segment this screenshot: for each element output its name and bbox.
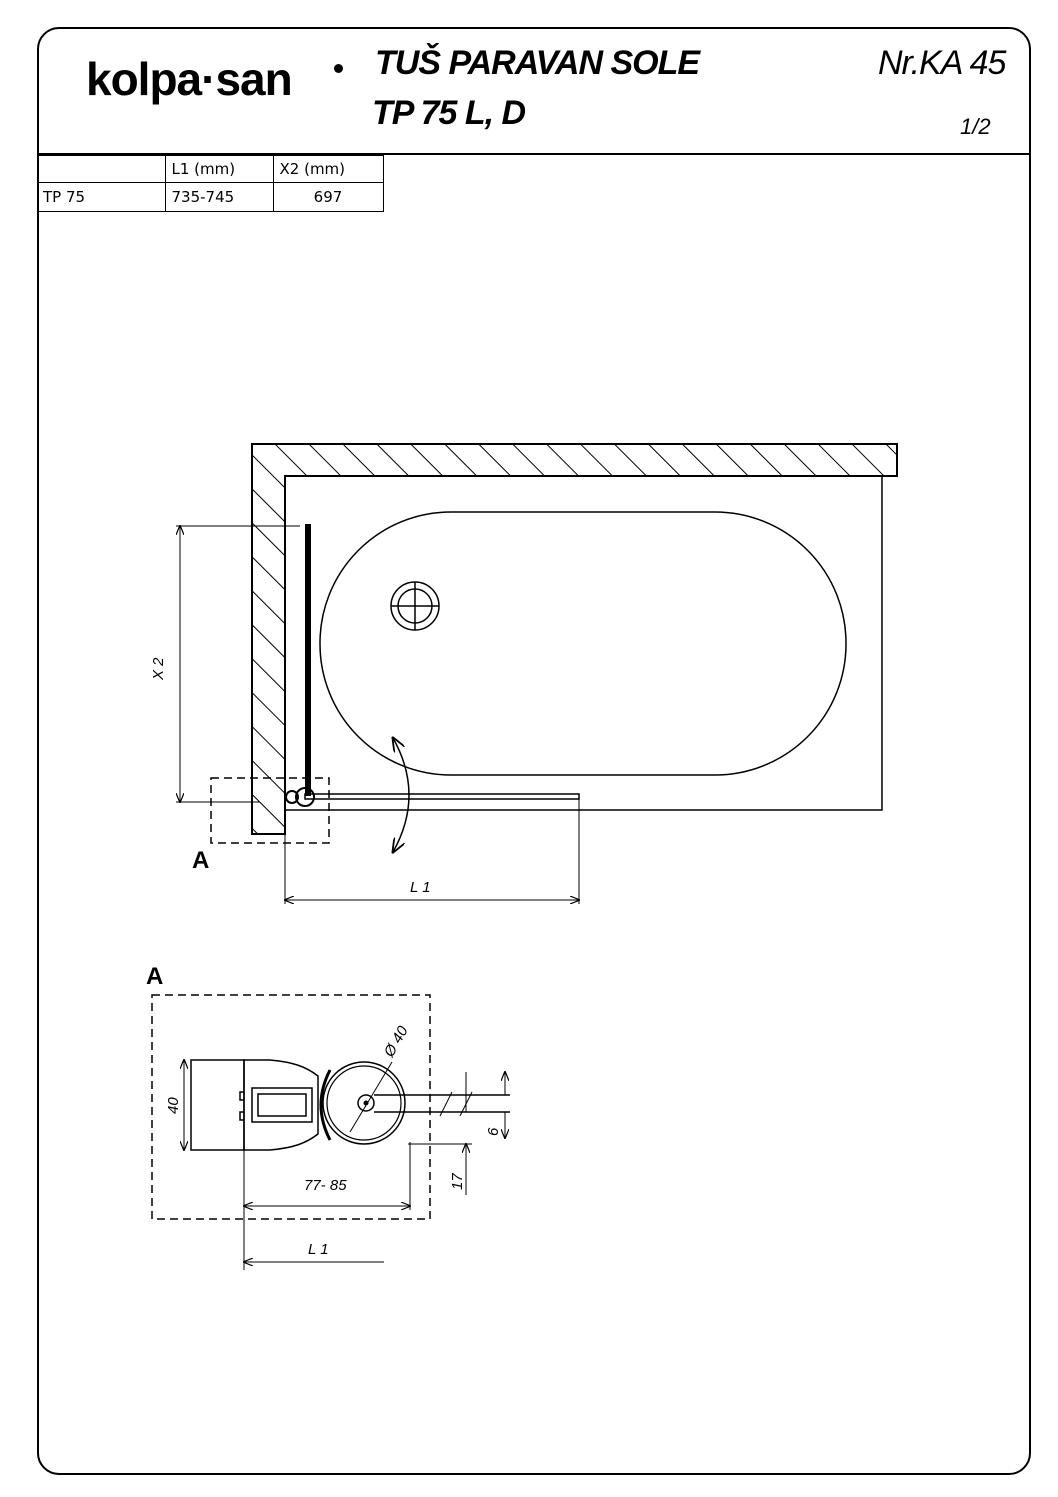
spec-cell-l1: 735-745 <box>164 182 274 212</box>
detail-callout-label: A <box>192 847 209 874</box>
plan-view: A X 2 L 1 <box>150 443 898 904</box>
header-divider <box>37 153 1031 155</box>
thickness-label: 6 <box>485 1127 502 1136</box>
x2-dimension-label: X 2 <box>150 657 167 681</box>
detail-title: A <box>146 963 163 990</box>
diameter-label: Ø 40 <box>380 1023 412 1061</box>
detail-l1-label: L 1 <box>308 1241 329 1258</box>
glass-break-mark <box>439 1091 453 1117</box>
span-dimension-label: 77- 85 <box>304 1177 347 1194</box>
detail-view: A 40 Ø 40 6 17 <box>146 963 510 1270</box>
hinge-bracket <box>285 790 299 804</box>
wall-profile-notches <box>239 1091 244 1121</box>
shower-screen-swing-panel <box>304 793 580 800</box>
clip-arc <box>319 1069 332 1141</box>
hinge-pin <box>357 1094 375 1112</box>
glass-panel <box>374 1094 510 1113</box>
brand-logo: kolpa·san <box>86 53 293 105</box>
wall-profile <box>190 1059 245 1151</box>
spec-cell-x2: 697 <box>272 182 384 212</box>
bracket-inner <box>251 1087 313 1123</box>
page-number: 1/2 <box>960 114 991 139</box>
drawing-sheet-border <box>37 27 1031 1475</box>
bracket-profile <box>243 1059 319 1151</box>
bathtub-basin <box>319 511 847 776</box>
spec-cell-model: TP 75 <box>37 182 166 212</box>
document-number: Nr.KA 45 <box>878 44 1006 82</box>
spec-table: L1 (mm) X2 (mm) TP 75 735-745 697 <box>37 155 384 212</box>
table-row: TP 75 735-745 697 <box>37 182 384 212</box>
hinge-profile-inner <box>326 1065 402 1141</box>
bathtub-outline <box>284 475 883 811</box>
drawing-title: TUŠ PARAVAN SOLE <box>375 44 700 82</box>
spec-header-x2: X2 (mm) <box>272 155 384 183</box>
hinge-icon <box>295 787 315 807</box>
l1-dimension-label: L 1 <box>410 879 431 896</box>
shower-screen-fixed-panel <box>305 524 311 796</box>
drain-icon <box>390 581 440 631</box>
diameter-leader <box>349 1061 393 1133</box>
height-dimension-label: 40 <box>165 1097 182 1114</box>
detail-callout-box <box>210 777 330 844</box>
swing-direction-arrow <box>393 738 410 852</box>
detail-frame <box>151 994 431 1220</box>
offset-label: 17 <box>449 1173 466 1190</box>
hinge-pin-center <box>363 1100 369 1106</box>
hinge-profile-circle <box>322 1061 406 1145</box>
logo-registered-dot <box>334 64 343 73</box>
drawing-subtitle: TP 75 L, D <box>372 94 526 132</box>
